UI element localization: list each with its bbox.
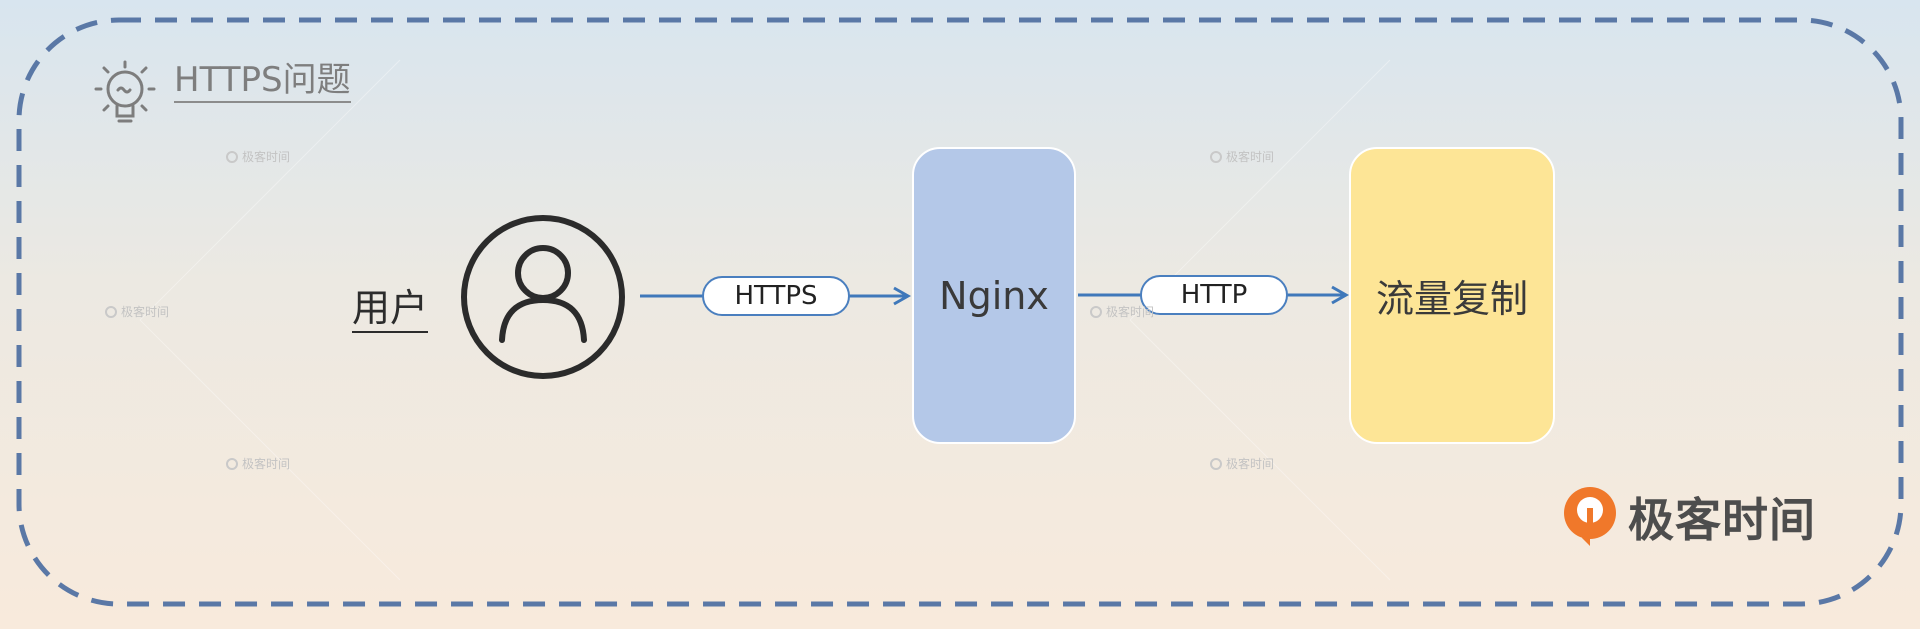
watermark-icon: [226, 457, 238, 470]
watermark-icon: [1090, 305, 1102, 318]
brand-name: 极客时间: [1628, 493, 1816, 547]
nginx-label: Nginx: [939, 273, 1049, 318]
watermark-text: 极客时间: [1106, 305, 1155, 319]
lightbulb-icon: [94, 60, 156, 123]
watermark-text: 极客时间: [121, 305, 170, 319]
traffic-copy-node: 流量复制: [1349, 147, 1555, 444]
user-label: 用户: [352, 285, 429, 333]
edge-label-http: HTTP: [1140, 275, 1288, 315]
watermark-text: 极客时间: [1226, 457, 1275, 471]
watermark: 极客时间: [1210, 148, 1274, 165]
traffic-copy-label: 流量复制: [1375, 277, 1528, 321]
geektime-logo-icon: [1564, 487, 1616, 546]
watermark-icon: [226, 150, 238, 163]
dashed-frame: [16, 17, 1904, 607]
watermark: 极客时间: [1210, 455, 1274, 472]
watermark-icon: [1210, 457, 1222, 470]
watermark: 极客时间: [226, 148, 290, 165]
watermark: 极客时间: [1090, 303, 1154, 320]
nginx-node: Nginx: [912, 147, 1076, 444]
watermark: 极客时间: [105, 303, 169, 320]
watermark-lines: [139, 59, 1391, 581]
page-title: HTTPS问题: [174, 60, 351, 103]
user-icon: [461, 215, 625, 379]
watermark-text: 极客时间: [242, 150, 291, 164]
brand: 极客时间: [1560, 484, 1816, 550]
watermark: 极客时间: [226, 455, 290, 472]
title-block: HTTPS问题: [92, 60, 351, 103]
watermark-text: 极客时间: [242, 457, 291, 471]
edge-label-https: HTTPS: [702, 276, 850, 316]
watermark-icon: [105, 305, 117, 318]
watermark-text: 极客时间: [1226, 150, 1275, 164]
watermark-icon: [1210, 150, 1222, 163]
